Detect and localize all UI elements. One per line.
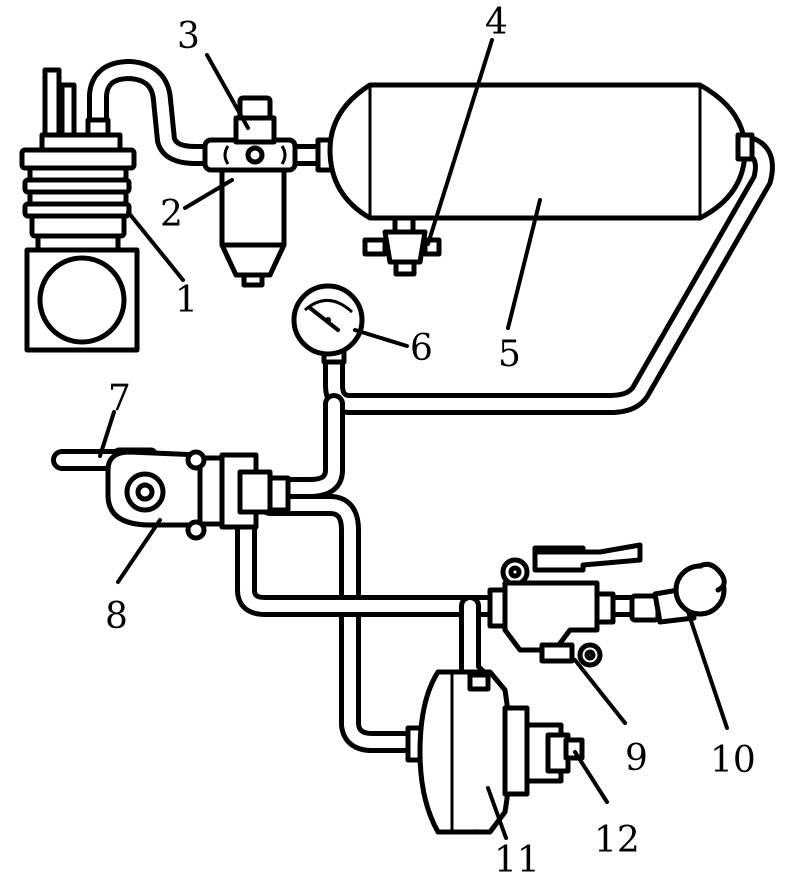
label-drain-cock: 4 <box>485 2 508 43</box>
label-brake-chamber: 11 <box>494 840 540 881</box>
label-push-rod: 12 <box>594 820 640 861</box>
label-brake-valve: 8 <box>105 596 128 637</box>
label-air-reservoir: 5 <box>498 334 521 375</box>
air-reservoir <box>315 82 755 221</box>
pressure-gauge <box>291 283 365 365</box>
hose-coupling <box>629 561 727 625</box>
drain-cock <box>362 215 442 277</box>
label-pressure-regulator: 3 <box>177 16 200 57</box>
label-oil-water-separator: 2 <box>160 194 183 235</box>
label-trailer-brake-valve: 9 <box>625 738 648 779</box>
label-hose-coupling: 10 <box>710 740 756 781</box>
label-compressor: 1 <box>175 280 198 321</box>
push-rod <box>563 737 585 761</box>
leader-lines <box>98 38 729 840</box>
oil-water-separator <box>202 137 298 288</box>
brake-valve <box>105 447 291 541</box>
label-brake-pedal-linkage: 7 <box>108 378 131 419</box>
callout-labels: 1 2 3 4 5 6 7 8 9 10 11 12 <box>105 2 756 881</box>
pressure-regulator <box>233 95 277 165</box>
label-pressure-gauge: 6 <box>410 328 433 369</box>
trailer-brake-valve <box>487 542 643 668</box>
brake-chamber <box>405 669 571 835</box>
compressor <box>19 67 140 353</box>
